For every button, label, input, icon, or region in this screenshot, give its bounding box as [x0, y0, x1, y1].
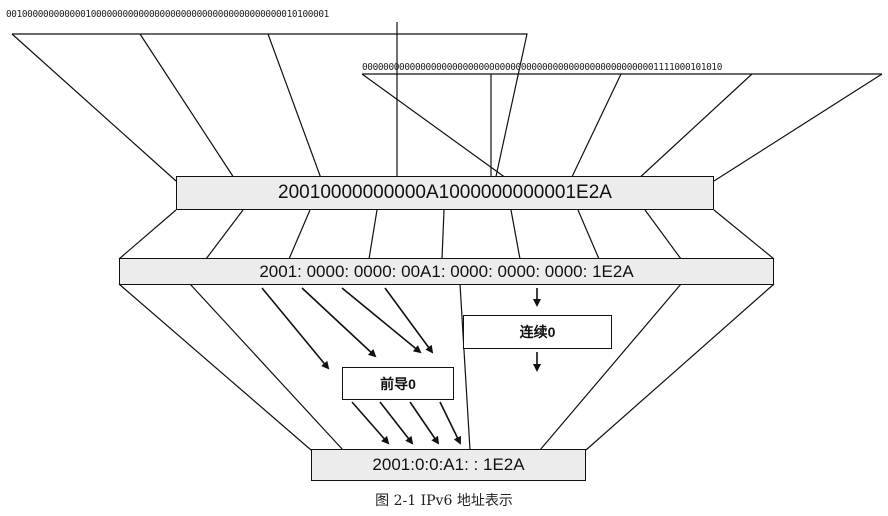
leading-zero-text: 前导0	[380, 375, 416, 392]
full-address-text: 2001: 0000: 0000: 00A1: 0000: 0000: 0000…	[259, 261, 634, 281]
figure-caption: 图 2-1 IPv6 地址表示	[375, 493, 513, 509]
leading-zero-label: 前导0	[342, 367, 454, 400]
hex-block-text: 20010000000000A1000000000001E2A	[278, 182, 612, 203]
arrows	[261, 287, 541, 445]
hex-block-box: 20010000000000A1000000000001E2A	[176, 176, 714, 210]
top-trapezoid	[12, 33, 528, 182]
compressed-address-text: 2001:0:0:A1: : 1E2A	[372, 455, 525, 474]
binary-top-row: 0010000000000001000000000000000000000000…	[6, 9, 329, 20]
compressed-address-box: 2001:0:0:A1: : 1E2A	[311, 449, 586, 481]
consecutive-zero-text: 连续0	[519, 324, 556, 340]
full-address-box: 2001: 0000: 0000: 00A1: 0000: 0000: 0000…	[119, 258, 774, 285]
consecutive-zero-label: 连续0	[463, 315, 612, 349]
binary-bottom-row: 0000000000000000000000000000000000000000…	[362, 62, 723, 73]
